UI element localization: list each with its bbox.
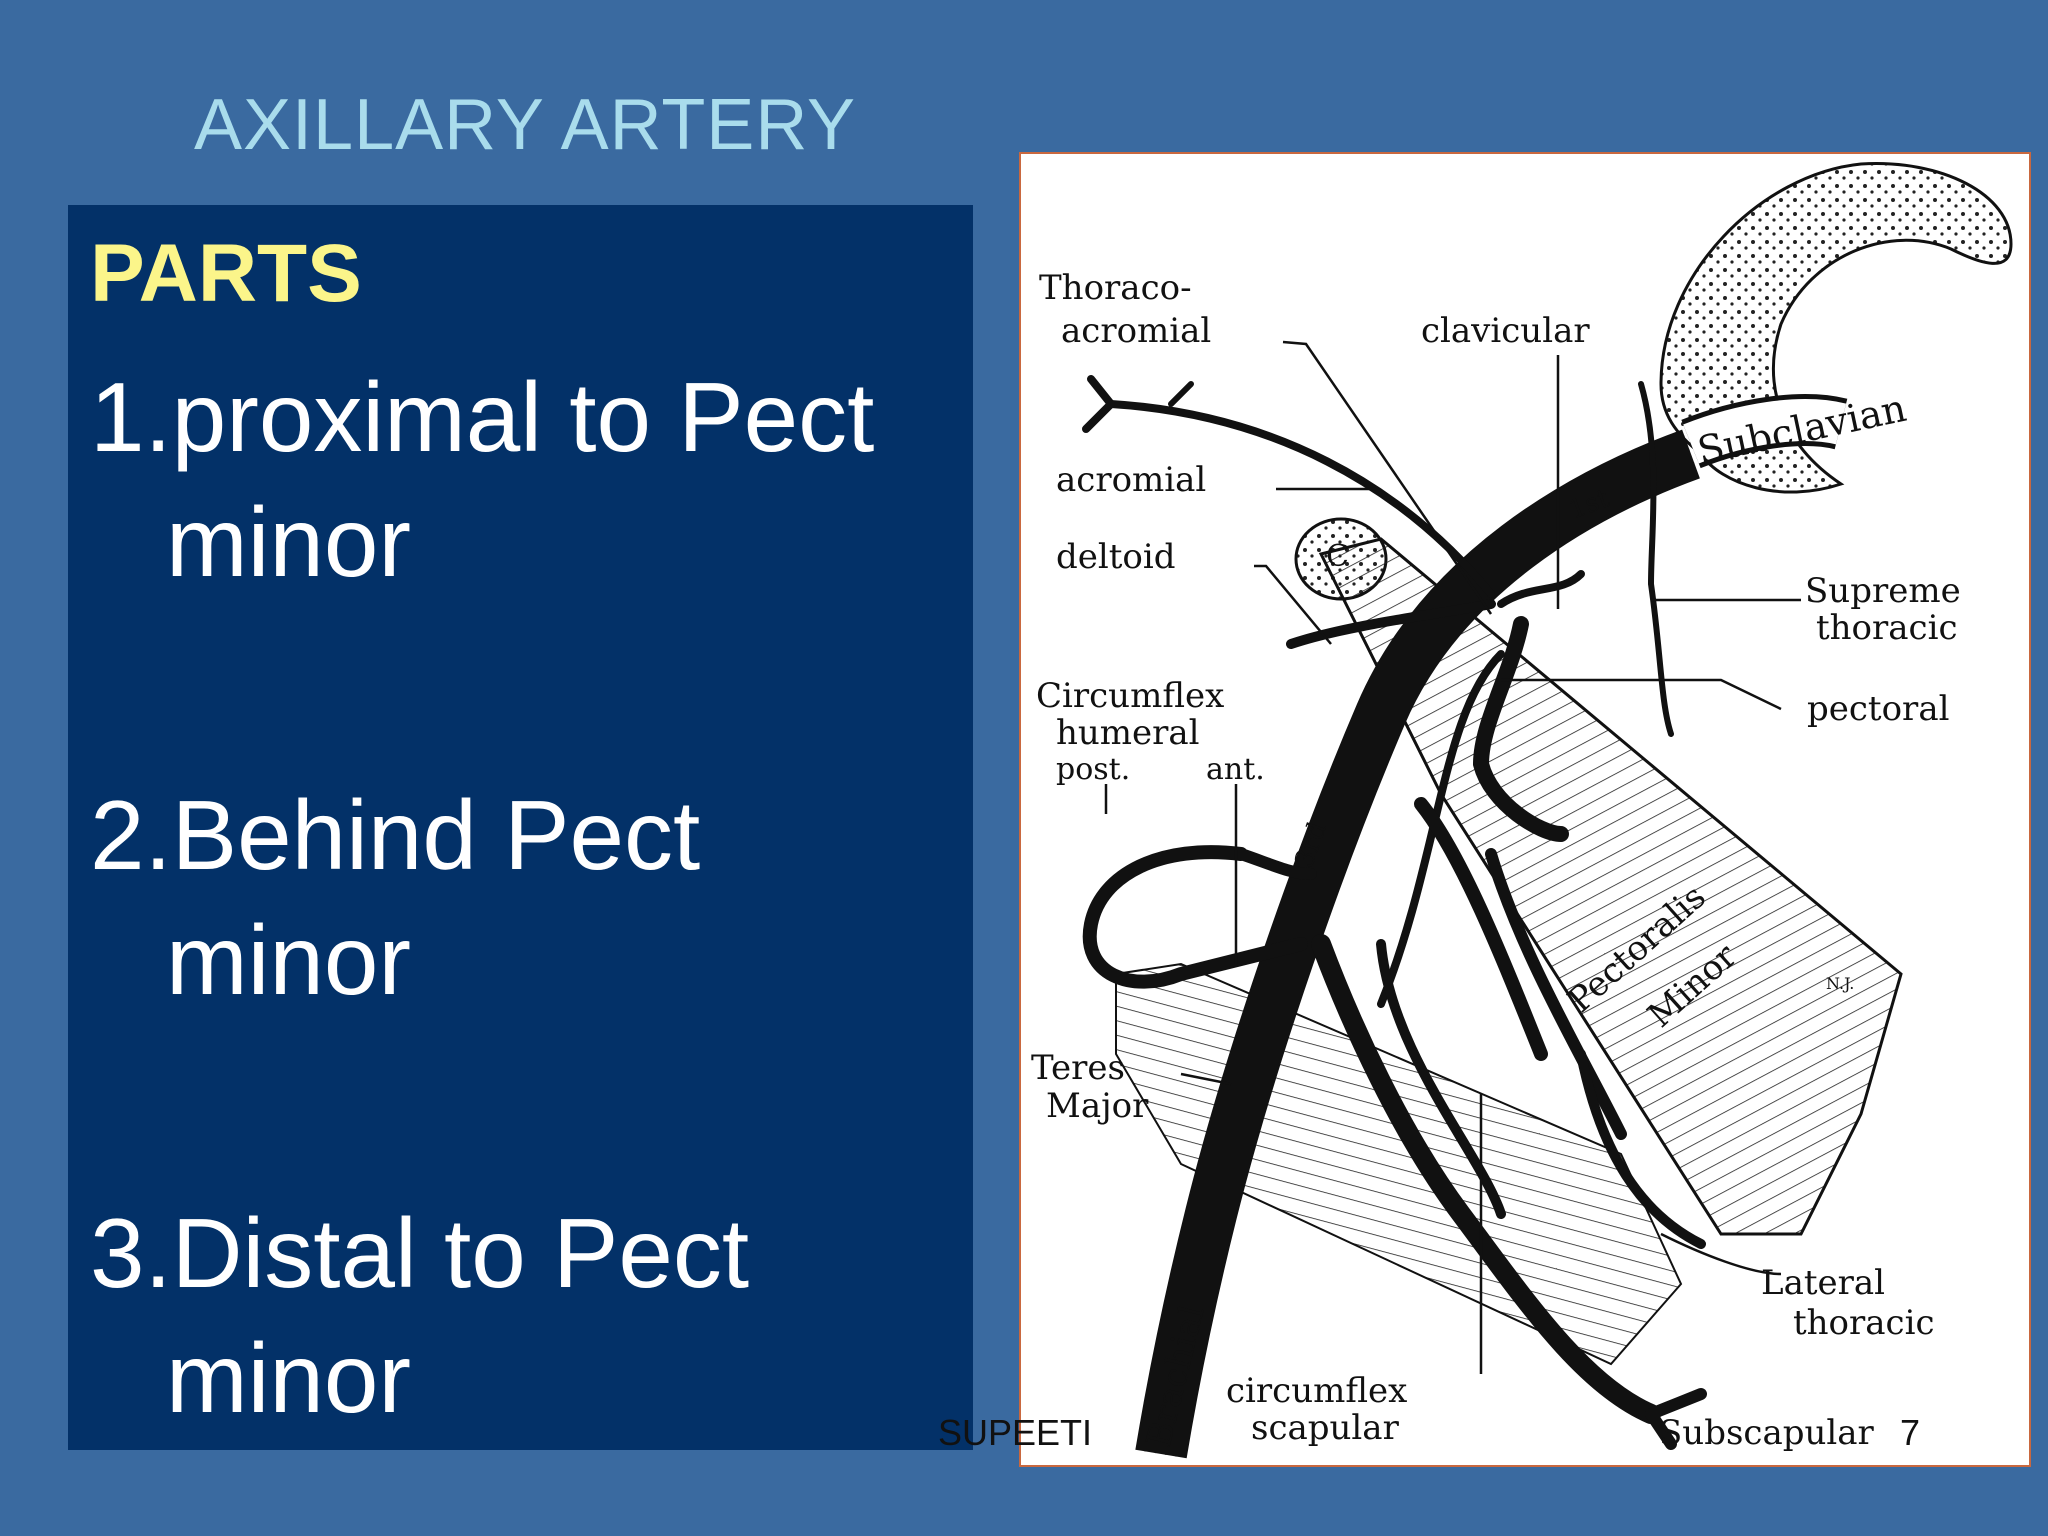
label-deltoid: deltoid: [1056, 537, 1176, 577]
label-nj: N.J.: [1826, 974, 1854, 993]
label-clavicular: clavicular: [1421, 311, 1590, 351]
parts-heading: PARTS: [90, 228, 362, 319]
label-lateral-thoracic: thoracic: [1793, 1303, 1935, 1343]
footer-author: SUPEETI: [938, 1412, 1093, 1453]
label-coracoid: C: [1326, 539, 1349, 574]
label-humeral: humeral: [1056, 713, 1200, 753]
list-item: 3.Distal to Pect minor: [90, 1191, 749, 1441]
page-number: 7: [1900, 1412, 1921, 1453]
label-thoraco: Thoraco-: [1039, 268, 1192, 308]
label-ant: ant.: [1206, 752, 1265, 787]
label-circumflex-scapular: circumflex: [1226, 1371, 1407, 1411]
list-item-line2: minor: [166, 905, 412, 1015]
label-major: Major: [1046, 1086, 1149, 1126]
anatomy-drawing: Thoraco- acromial clavicular Subclavian …: [1031, 162, 2013, 1459]
list-item: 1.proximal to Pect minor: [90, 355, 874, 605]
list-item: 2.Behind Pect minor: [90, 773, 700, 1023]
list-item-line1: 2.Behind Pect: [90, 780, 701, 890]
label-scapular: scapular: [1251, 1408, 1400, 1448]
list-item-line2: minor: [166, 487, 412, 597]
list-item-line1: 1.proximal to Pect: [90, 362, 875, 472]
label-post: post.: [1056, 752, 1130, 787]
label-pectoral: pectoral: [1807, 689, 1949, 729]
label-supreme-thoracic: thoracic: [1816, 608, 1958, 648]
slide-title: AXILLARY ARTERY: [194, 85, 857, 165]
label-subscapular: Subscapular: [1659, 1413, 1875, 1453]
label-lateral: Lateral: [1761, 1263, 1885, 1303]
label-acromial: acromial: [1056, 460, 1206, 500]
axillary-artery-diagram: Thoraco- acromial clavicular Subclavian …: [1019, 152, 2031, 1467]
label-supreme: Supreme: [1805, 571, 1961, 611]
list-item-line2: minor: [166, 1323, 412, 1433]
label-teres: Teres: [1031, 1048, 1125, 1088]
label-thoracoacromial: acromial: [1061, 311, 1211, 351]
label-circumflex: Circumflex: [1036, 676, 1224, 716]
parts-panel: PARTS 1.proximal to Pect minor 2.Behind …: [68, 205, 973, 1450]
list-item-line1: 3.Distal to Pect: [90, 1198, 750, 1308]
